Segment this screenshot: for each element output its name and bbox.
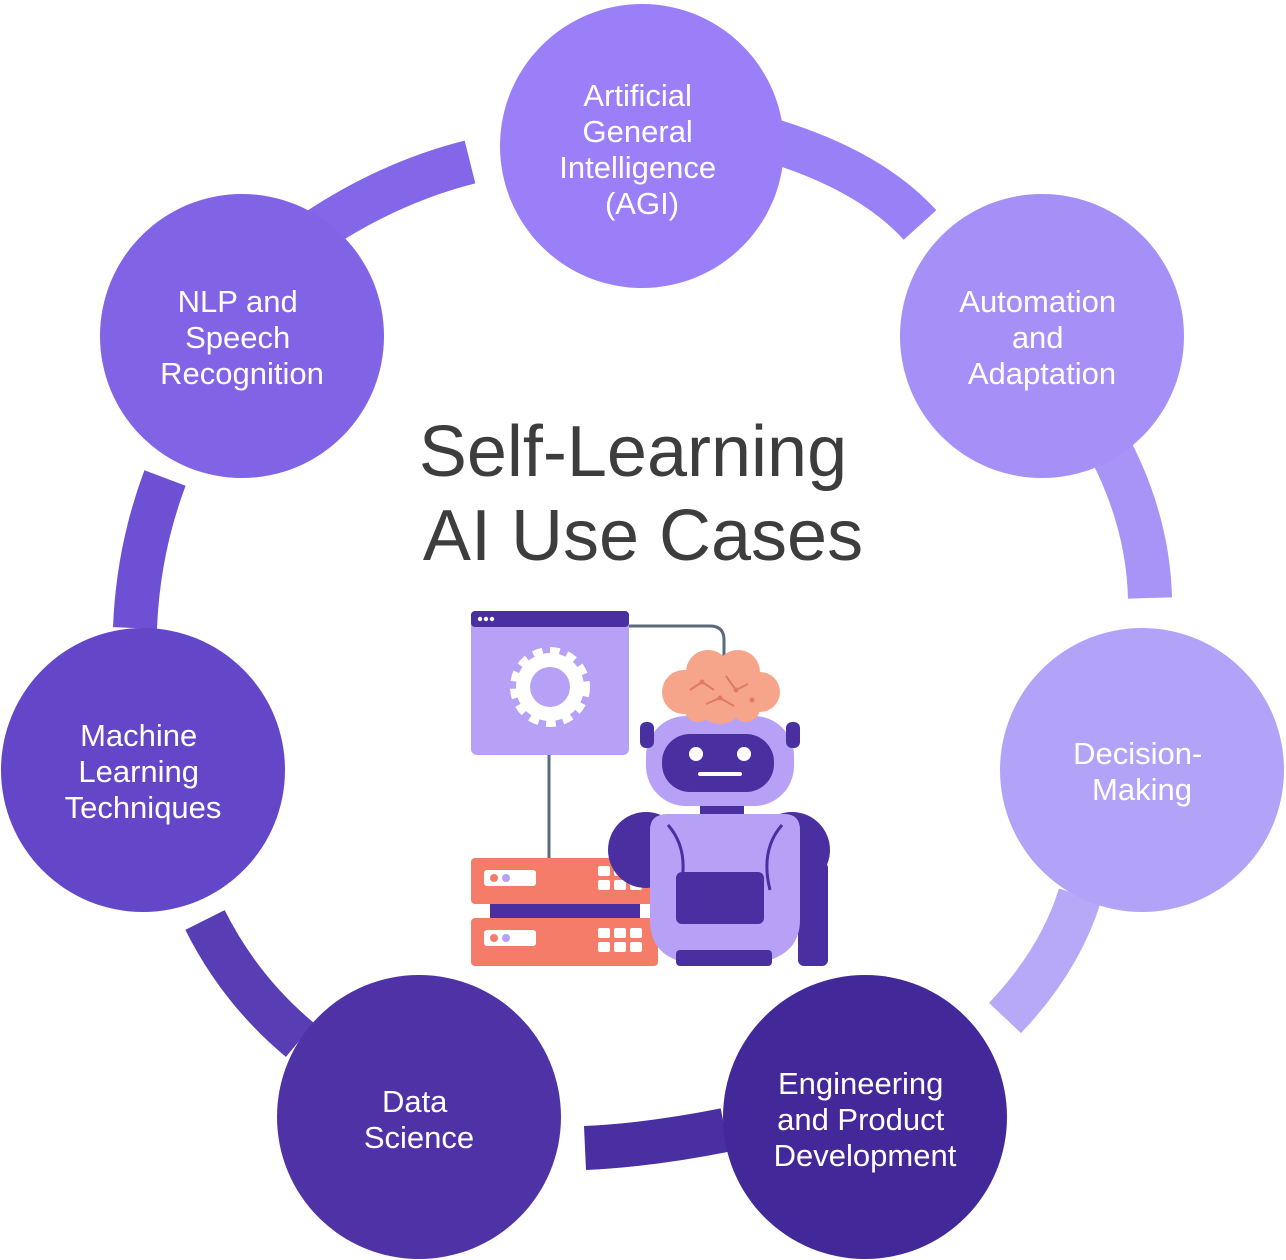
node-datascience-line-2: Science: [364, 1120, 474, 1155]
node-ml: Machine Learning Techniques: [1, 628, 285, 912]
node-nlp: NLP and Speech Recognition: [100, 194, 384, 478]
node-nlp-line-1: NLP and: [178, 284, 298, 319]
wire-window-to-robot: [628, 624, 726, 668]
robot-illustration: [471, 611, 830, 966]
node-nlp-circle: [100, 194, 384, 478]
node-ml-circle: [1, 628, 285, 912]
page-title: Self-Learning AI Use Cases: [419, 412, 867, 576]
node-decision-line-2: Making: [1092, 772, 1192, 807]
node-agi-line-2: General: [583, 114, 693, 149]
node-datascience-circle: [277, 975, 561, 1259]
node-decision-label: Decision- Making: [1073, 736, 1211, 807]
robot-icon: [608, 716, 830, 966]
connector-datascience-ml: [185, 909, 315, 1057]
node-decision-circle: [1000, 628, 1284, 912]
node-engineering-label: Engineering and Product Development: [774, 1066, 957, 1173]
title-line-2: AI Use Cases: [423, 496, 863, 576]
node-agi-line-1: Artificial: [583, 78, 692, 113]
node-engineering-line-2: and Product: [777, 1102, 945, 1137]
node-datascience-line-1: Data: [382, 1084, 448, 1119]
node-nlp-line-3: Recognition: [160, 356, 324, 391]
connector-engineering-datascience: [583, 1108, 730, 1170]
node-engineering-line-3: Development: [774, 1138, 957, 1173]
node-datascience-label: Data Science: [364, 1084, 474, 1155]
connector-agi-automation: [763, 118, 937, 241]
node-agi-line-4: (AGI): [605, 186, 679, 221]
connector-automation-decision: [1088, 434, 1172, 599]
node-automation: Automation and Adaptation: [900, 194, 1184, 478]
window-icon: [471, 611, 629, 755]
node-agi-circle: [500, 4, 784, 288]
node-nlp-label: NLP and Speech Recognition: [160, 284, 324, 391]
node-automation-line-2: and: [1012, 320, 1064, 355]
node-ml-label: Machine Learning Techniques: [65, 718, 222, 825]
brain-icon: [662, 650, 780, 724]
node-automation-line-1: Automation: [959, 284, 1116, 319]
node-datascience: Data Science: [277, 975, 561, 1259]
node-automation-circle: [900, 194, 1184, 478]
node-ml-line-3: Techniques: [65, 790, 222, 825]
node-engineering: Engineering and Product Development: [723, 975, 1007, 1259]
gear-icon: [510, 647, 590, 727]
node-agi: Artificial General Intelligence (AGI): [500, 4, 784, 288]
title-line-1: Self-Learning: [419, 412, 847, 492]
node-engineering-circle: [723, 975, 1007, 1259]
node-agi-label: Artificial General Intelligence (AGI): [559, 78, 724, 221]
node-decision: Decision- Making: [1000, 628, 1284, 912]
connector-nlp-agi: [302, 140, 476, 251]
node-decision-line-1: Decision-: [1073, 736, 1202, 771]
node-automation-line-3: Adaptation: [968, 356, 1116, 391]
connector-decision-engineering: [988, 888, 1102, 1034]
node-agi-line-3: Intelligence: [559, 150, 716, 185]
node-nlp-line-2: Speech: [185, 320, 290, 355]
ring-connectors: [113, 118, 1172, 1170]
node-engineering-line-1: Engineering: [778, 1066, 943, 1101]
node-ml-line-2: Learning: [78, 754, 199, 789]
node-automation-label: Automation and Adaptation: [959, 284, 1124, 391]
connector-ml-nlp: [113, 470, 186, 629]
node-ml-line-1: Machine: [80, 718, 197, 753]
